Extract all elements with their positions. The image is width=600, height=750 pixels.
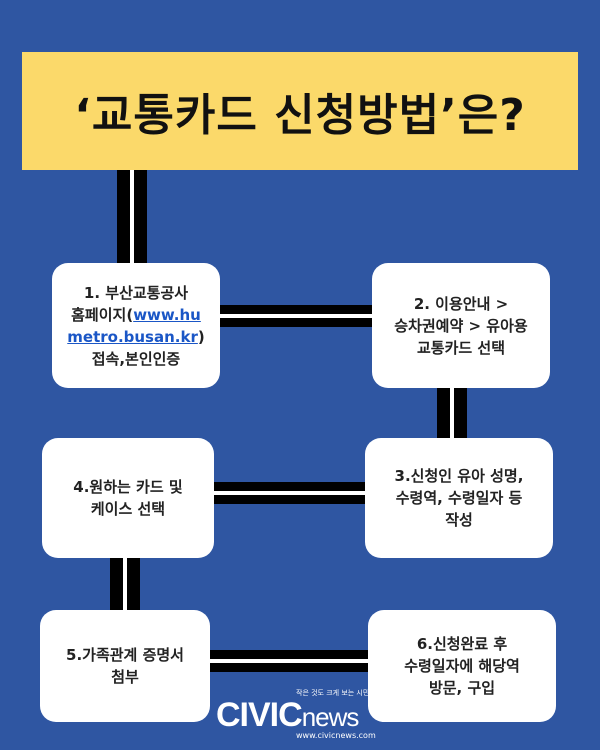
step-4-box: 4.원하는 카드 및 케이스 선택 — [42, 438, 214, 558]
logo-tagline: 작은 것도 크게 보는 시민언론 — [296, 689, 383, 697]
step-1-box: 1. 부산교통공사 홈페이지(www.hu metro.busan.kr) 접속… — [52, 263, 220, 388]
step-1-line-4: 접속,본인인증 — [91, 349, 181, 368]
step-6-box: 6.신청완료 후 수령일자에 해당역 방문, 구입 — [368, 610, 556, 722]
logo-url: www.civicnews.com — [296, 731, 376, 740]
step-3-line-2: 수령역, 수령일자 등 — [395, 489, 523, 507]
step-2-line-2: 승차권예약 > 유아용 — [394, 316, 528, 335]
step-6-line-1: 6.신청완료 후 — [416, 635, 508, 653]
humetro-link-cont[interactable]: metro.busan.kr — [67, 327, 198, 346]
step-4-line-2: 케이스 선택 — [90, 500, 166, 518]
road-step3-to-step4 — [214, 482, 366, 504]
step-3-line-1: 3.신청인 유아 성명, — [394, 467, 524, 485]
step-2-line-3: 교통카드 선택 — [416, 338, 505, 357]
road-step5-to-step6 — [210, 650, 370, 672]
title-banner: ‘교통카드 신청방법’은? — [22, 52, 578, 170]
step-2-box: 2. 이용안내 > 승차권예약 > 유아용 교통카드 선택 — [372, 263, 550, 388]
civicnews-logo: CIVICnews — [216, 696, 359, 734]
step-1-line-1: 1. 부산교통공사 — [83, 283, 189, 302]
road-step1-to-step2 — [218, 305, 373, 327]
step-6-line-3: 방문, 구입 — [428, 679, 496, 697]
step-2-line-1: 2. 이용안내 > — [413, 294, 509, 313]
step-4-line-1: 4.원하는 카드 및 — [73, 478, 183, 496]
step-5-line-2: 첨부 — [111, 668, 139, 686]
road-step4-to-step5 — [110, 558, 140, 610]
step-6-line-2: 수령일자에 해당역 — [404, 657, 520, 675]
step-3-box: 3.신청인 유아 성명, 수령역, 수령일자 등 작성 — [365, 438, 553, 558]
page-title: ‘교통카드 신청방법’은? — [74, 90, 526, 141]
step-1-line-2: 홈페이지(www.hu — [71, 305, 201, 324]
step-1-line-3: metro.busan.kr) — [67, 327, 205, 346]
road-title-to-step1 — [117, 170, 147, 265]
step-3-line-3: 작성 — [445, 511, 473, 529]
step-5-box: 5.가족관계 증명서 첨부 — [40, 610, 210, 722]
road-step2-to-step3 — [437, 388, 467, 440]
step-5-line-1: 5.가족관계 증명서 — [66, 646, 184, 664]
humetro-link[interactable]: www.hu — [133, 305, 201, 324]
